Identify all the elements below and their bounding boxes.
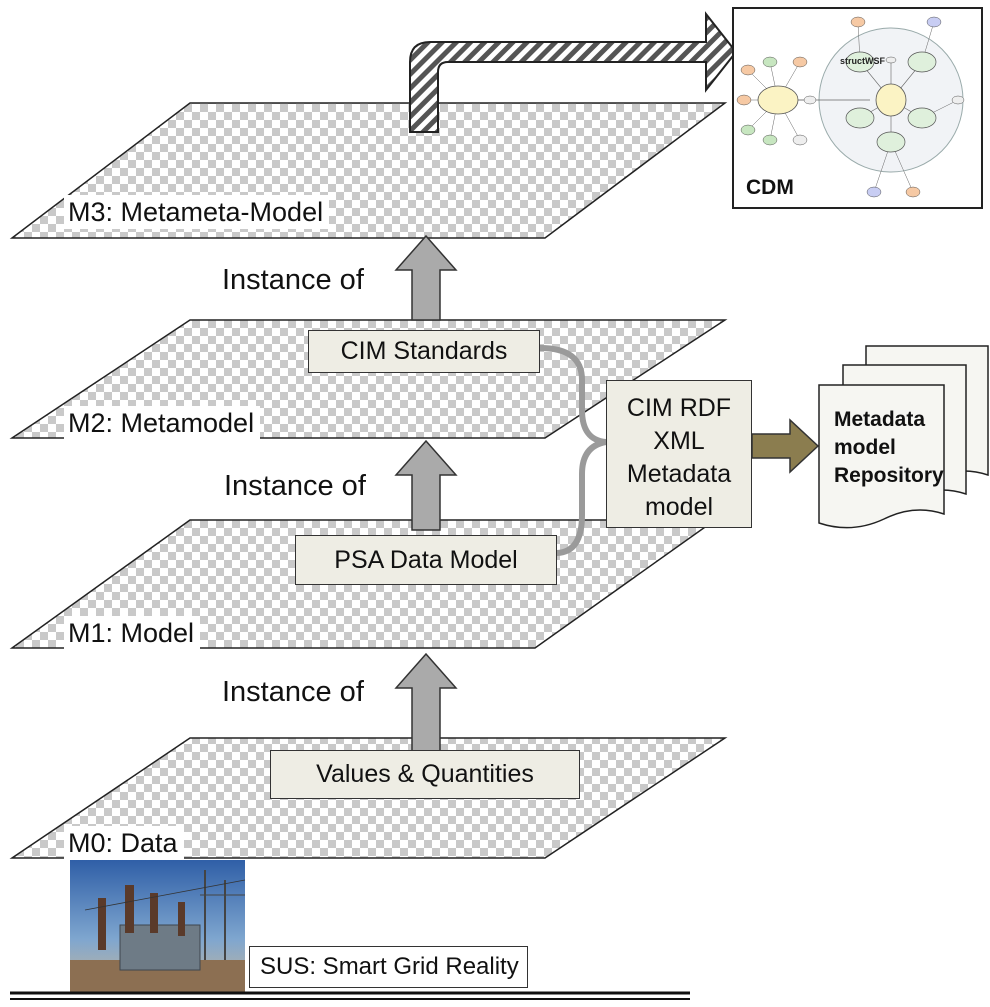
hatched-arrow-to-cdm [409, 11, 738, 133]
values-quantities-box: Values & Quantities [270, 750, 580, 799]
repository-line-2: model [834, 436, 896, 459]
brace-connector [537, 345, 607, 556]
arrow-m2-to-m3 [394, 234, 458, 321]
cim-rdf-line-1: CIM RDF [626, 394, 732, 422]
instance-of-label-middle: Instance of [224, 470, 366, 502]
cim-rdf-line-3: Metadata [626, 460, 732, 488]
arrow-m0-to-m1 [394, 652, 458, 756]
repository-line-3: Repository [834, 464, 944, 487]
cim-rdf-line-4: model [644, 493, 714, 521]
cim-standards-box: CIM Standards [308, 330, 540, 373]
layer-m3-label: M3: Metameta-Model [64, 195, 330, 229]
repository-document-stack [818, 345, 989, 529]
arrow-m1-to-m2 [394, 439, 458, 531]
cdm-inner-title: structWSF [840, 56, 885, 66]
psa-data-model-box: PSA Data Model [295, 535, 557, 585]
cim-rdf-xml-box: CIM RDF XML Metadata model [606, 380, 752, 528]
layer-m0-label: M0: Data [64, 826, 184, 860]
layer-m1-label: M1: Model [64, 616, 201, 650]
cdm-label: CDM [746, 176, 794, 199]
cim-rdf-line-2: XML [653, 427, 705, 455]
cdm-network-diagram [736, 16, 965, 198]
instance-of-label-upper: Instance of [222, 264, 364, 296]
instance-of-label-lower: Instance of [222, 676, 364, 708]
repository-line-1: Metadata [834, 408, 926, 431]
repository-label: Metadata model Repository [834, 406, 944, 490]
layer-m2-label: M2: Metamodel [64, 406, 261, 440]
sus-label-box: SUS: Smart Grid Reality [249, 946, 528, 988]
smart-grid-photo [70, 860, 246, 992]
arrow-to-repository [751, 418, 820, 474]
